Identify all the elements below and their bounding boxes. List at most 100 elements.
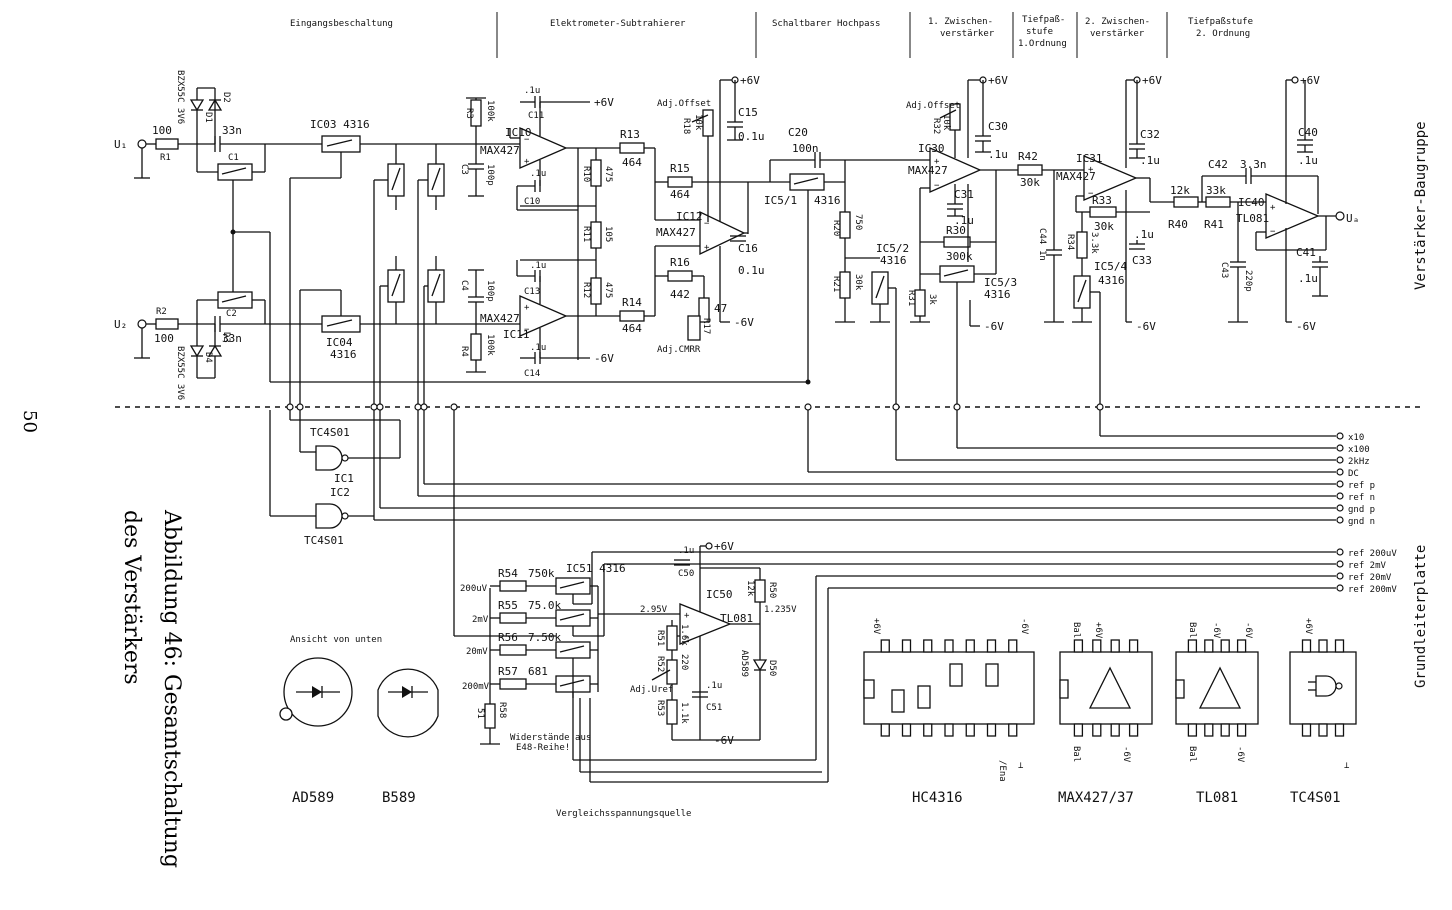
section-subtrahierer: Elektrometer-Subtrahierer <box>550 19 686 29</box>
r54-label: R54 <box>498 567 518 580</box>
pin-ref-p[interactable] <box>1336 480 1344 488</box>
r32-value: 10k <box>941 114 951 131</box>
ic1-label: IC1 <box>334 472 354 485</box>
pin-ref-200uv[interactable] <box>1336 548 1344 556</box>
vref-title: Vergleichsspannungsquelle <box>556 809 691 819</box>
pin-2khz-label: 2kHz <box>1348 457 1370 467</box>
package-pin <box>1204 639 1214 653</box>
pin-x100-label: x100 <box>1348 445 1370 455</box>
pin-x100[interactable] <box>1336 444 1344 452</box>
package-pin <box>901 723 912 737</box>
c30-label: C30 <box>988 120 1008 133</box>
pin-ref-2mv[interactable] <box>1336 560 1344 568</box>
output-ua-terminal[interactable] <box>1335 211 1345 221</box>
package-pin <box>1128 723 1139 737</box>
svg-text:+: + <box>684 611 690 621</box>
ic10-type: MAX427 <box>480 144 520 157</box>
ic51-type: 4316 <box>814 194 841 207</box>
r42-label: R42 <box>1018 150 1038 163</box>
ic50-opamp <box>679 603 732 645</box>
input-stage: U₁ 100 R1 33n C1 BZX55C 3V6 D1 D2 U₂ <box>114 70 811 407</box>
ic12-vee: -6V <box>734 316 754 329</box>
control-bus: TC4S01 IC1 IC2 TC4S01 x10 x100 2kHz DC r… <box>269 403 1397 636</box>
r53-label: R53 <box>655 700 665 716</box>
ic40-opamp <box>1265 193 1320 239</box>
caption-line2: des Verstärkers <box>119 510 144 685</box>
r15-value: 464 <box>670 188 690 201</box>
pin-dc-label: DC <box>1348 469 1359 479</box>
ic51-label: IC5/1 <box>764 194 797 207</box>
section-header: Eingangsbeschaltung Elektrometer-Subtrah… <box>290 12 1253 58</box>
label-grundleiterplatte: Grundleiterplatte <box>1413 545 1429 688</box>
package-pin <box>965 639 975 653</box>
input-u1-label: U₁ <box>114 138 127 151</box>
pin-ref-n[interactable] <box>1336 492 1344 500</box>
r13-value: 464 <box>622 156 642 169</box>
c41-label: C41 <box>1296 246 1316 259</box>
r17-value: 47 <box>714 302 727 315</box>
section-tp1-c: 1.Ordnung <box>1018 39 1067 49</box>
r31-value: 3k <box>927 294 937 305</box>
r34-value: 3.3k <box>1089 232 1099 254</box>
max427-vcc-pin: +6V <box>1093 622 1103 639</box>
r4-label: R4 <box>459 346 469 357</box>
package-tl081-label: TL081 <box>1196 790 1238 806</box>
pin-ref-n-label: ref n <box>1348 493 1375 503</box>
ic31-type: MAX427 <box>1056 170 1096 183</box>
r11-value: 105 <box>603 226 613 242</box>
ic54-label: IC5/4 <box>1094 260 1127 273</box>
svg-text:−: − <box>704 219 710 229</box>
section-tp2-b: 2. Ordnung <box>1196 29 1250 39</box>
r21-value: 30k <box>853 274 863 291</box>
adj-uref-label: Adj.Uref <box>630 685 673 695</box>
input-u2-terminal[interactable] <box>137 319 147 329</box>
pin-ref-200mv[interactable] <box>1336 584 1344 592</box>
package-pin <box>1301 723 1312 737</box>
max427-vee-pin: -6V <box>1121 746 1131 763</box>
adj-offset-label-2: Adj.Offset <box>906 101 960 111</box>
c43-value: 220p <box>1243 270 1253 292</box>
bzx-label-top: BZX55C 3V6 <box>175 70 185 124</box>
c4-value: 100p <box>485 280 495 302</box>
pin-x10[interactable] <box>1336 432 1344 440</box>
package-pin <box>1334 723 1345 737</box>
pin-gnd-n[interactable] <box>1336 516 1344 524</box>
r16-label: R16 <box>670 256 690 269</box>
r10-value: 475 <box>603 166 613 182</box>
package-b589-label: B589 <box>382 790 416 806</box>
ref-voltage-1-235: 1.235V <box>764 605 797 615</box>
d4-label: D4 <box>203 352 213 363</box>
package-tc4s01-label: TC4S01 <box>1290 790 1341 806</box>
package-max427-label: MAX427/37 <box>1058 790 1134 806</box>
section-tp2-a: Tiefpaßstufe <box>1188 17 1253 27</box>
package-pin <box>986 723 997 737</box>
ref-level-200uv: 200uV <box>460 584 488 594</box>
r18-label: R18 <box>681 118 691 134</box>
pin-gnd-p[interactable] <box>1336 504 1344 512</box>
ic53-type: 4316 <box>984 288 1011 301</box>
r30-value: 300k <box>946 250 973 263</box>
ic31-vcc: +6V <box>1142 74 1162 87</box>
c50-value: .1u <box>678 546 694 556</box>
c43-label: C43 <box>1219 262 1229 278</box>
pin-ref-20mv[interactable] <box>1336 572 1344 580</box>
max427-bal-pin-1: Bal <box>1071 622 1081 638</box>
svg-text:−: − <box>934 181 940 191</box>
pin-2khz[interactable] <box>1336 456 1344 464</box>
ic51-switch-label: IC51 4316 <box>566 562 626 575</box>
connector-pins: x10 x100 2kHz DC ref p ref n gnd p gnd n… <box>1336 432 1397 595</box>
ic50-vcc: +6V <box>714 540 734 553</box>
package-pin <box>1073 639 1084 653</box>
input-u1-terminal[interactable] <box>137 139 147 149</box>
c30-value: .1u <box>988 148 1008 161</box>
package-pin <box>880 639 890 653</box>
package-pin <box>1092 723 1102 737</box>
pin-ref-p-label: ref p <box>1348 481 1375 491</box>
r12-value: 475 <box>603 282 613 298</box>
ic11-opamp <box>519 295 568 337</box>
ic04-label: IC04 <box>326 336 353 349</box>
r56-value: 7.50k <box>528 631 561 644</box>
pin-dc[interactable] <box>1336 468 1344 476</box>
c1-value: 33n <box>222 124 242 137</box>
pin-gnd-p-label: gnd p <box>1348 505 1375 515</box>
